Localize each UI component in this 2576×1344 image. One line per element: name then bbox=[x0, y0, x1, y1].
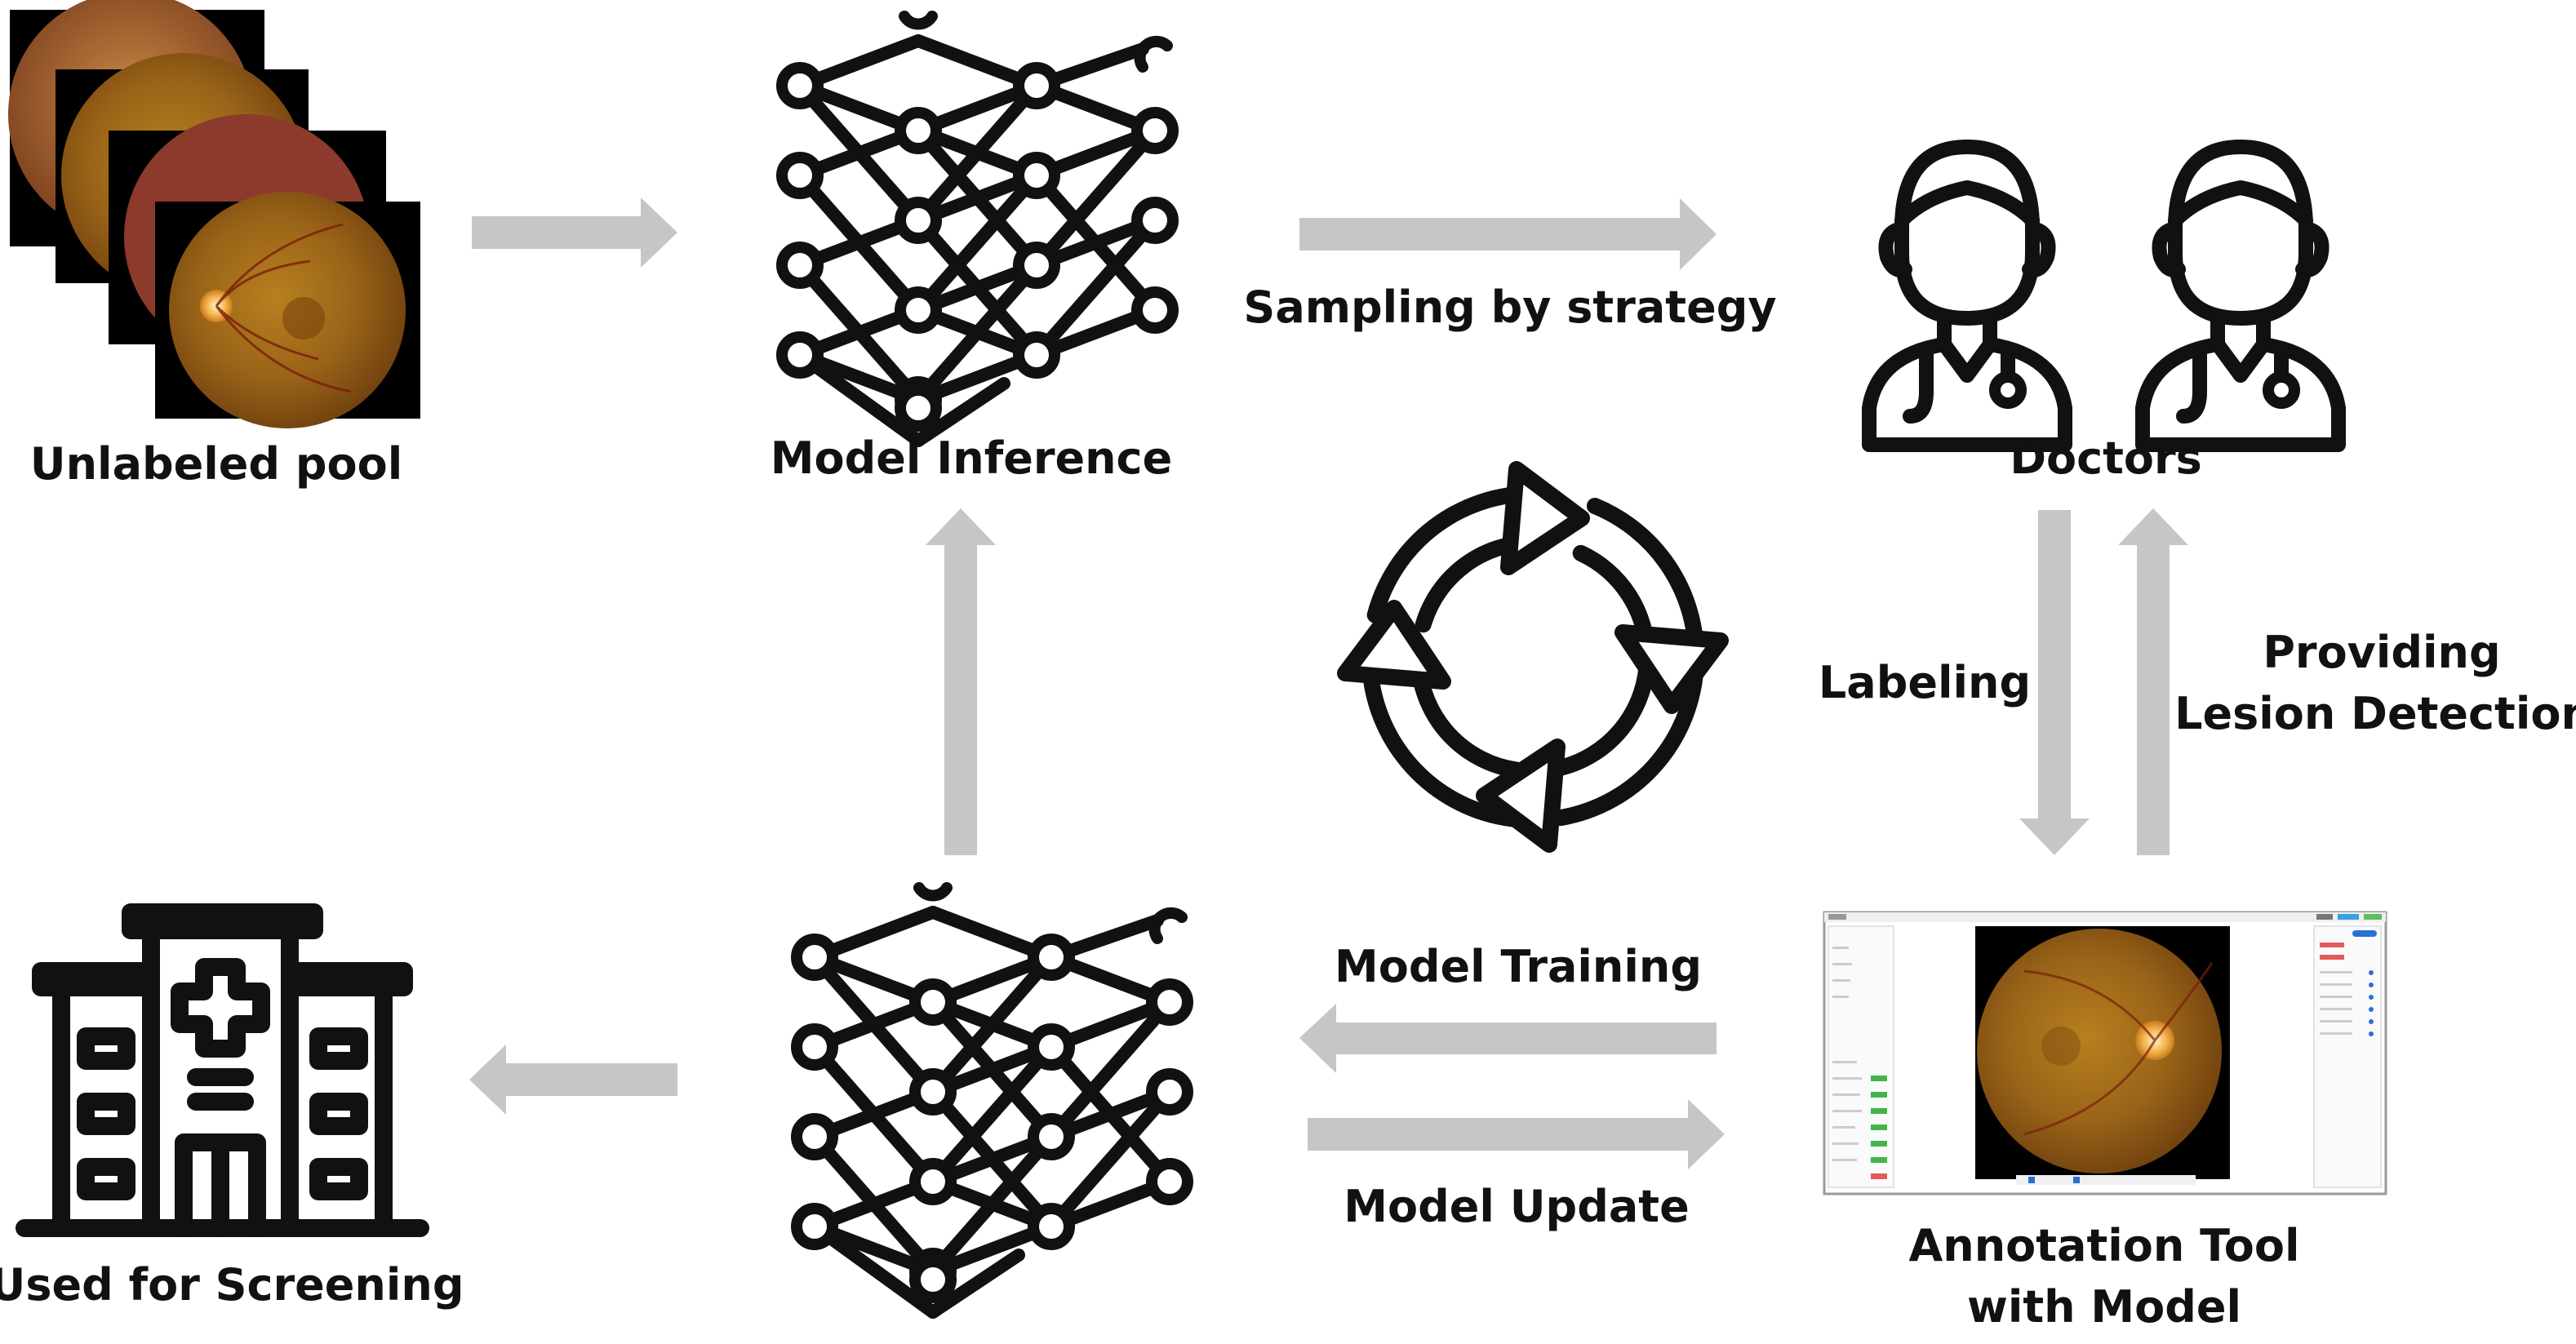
fundus-image-4 bbox=[155, 192, 420, 428]
label-sampling-by-strategy: Sampling by strategy bbox=[1243, 282, 1776, 333]
label-providing-line1: Providing bbox=[2263, 627, 2500, 678]
fundus-image-stack bbox=[8, 0, 420, 428]
label-model-training: Model Training bbox=[1335, 941, 1702, 992]
arrow-model-training bbox=[1299, 1004, 1717, 1073]
arrow-update-to-inference bbox=[926, 508, 996, 855]
arrow-providing-up bbox=[2118, 508, 2188, 855]
label-model-update: Model Update bbox=[1344, 1181, 1689, 1232]
cycle-icon bbox=[1337, 461, 1729, 853]
arrow-to-screening bbox=[469, 1045, 677, 1115]
arrow-sampling bbox=[1299, 198, 1717, 270]
neural-network-icon-inference bbox=[782, 16, 1173, 441]
label-annotation-tool-line1: Annotation Tool bbox=[1908, 1220, 2299, 1271]
label-annotation-tool-line2: with Model bbox=[1967, 1281, 2241, 1333]
arrow-pool-to-inference bbox=[472, 197, 677, 268]
arrow-model-update bbox=[1308, 1099, 1725, 1169]
neural-network-icon-training bbox=[797, 888, 1188, 1312]
label-labeling: Labeling bbox=[1819, 657, 2031, 708]
doctor-icon-1 bbox=[1869, 147, 2065, 445]
label-providing-line2: Lesion Detection bbox=[2174, 688, 2576, 739]
doctor-icon-2 bbox=[2143, 147, 2338, 445]
label-model-inference: Model Inference bbox=[771, 432, 1172, 484]
label-used-for-screening: Used for Screening bbox=[0, 1259, 464, 1311]
annotation-tool-screenshot bbox=[1823, 911, 2387, 1195]
label-unlabeled-pool: Unlabeled pool bbox=[30, 438, 402, 490]
hospital-icon bbox=[16, 903, 429, 1237]
label-doctors: Doctors bbox=[2010, 432, 2202, 484]
arrow-labeling-down bbox=[2019, 510, 2090, 855]
